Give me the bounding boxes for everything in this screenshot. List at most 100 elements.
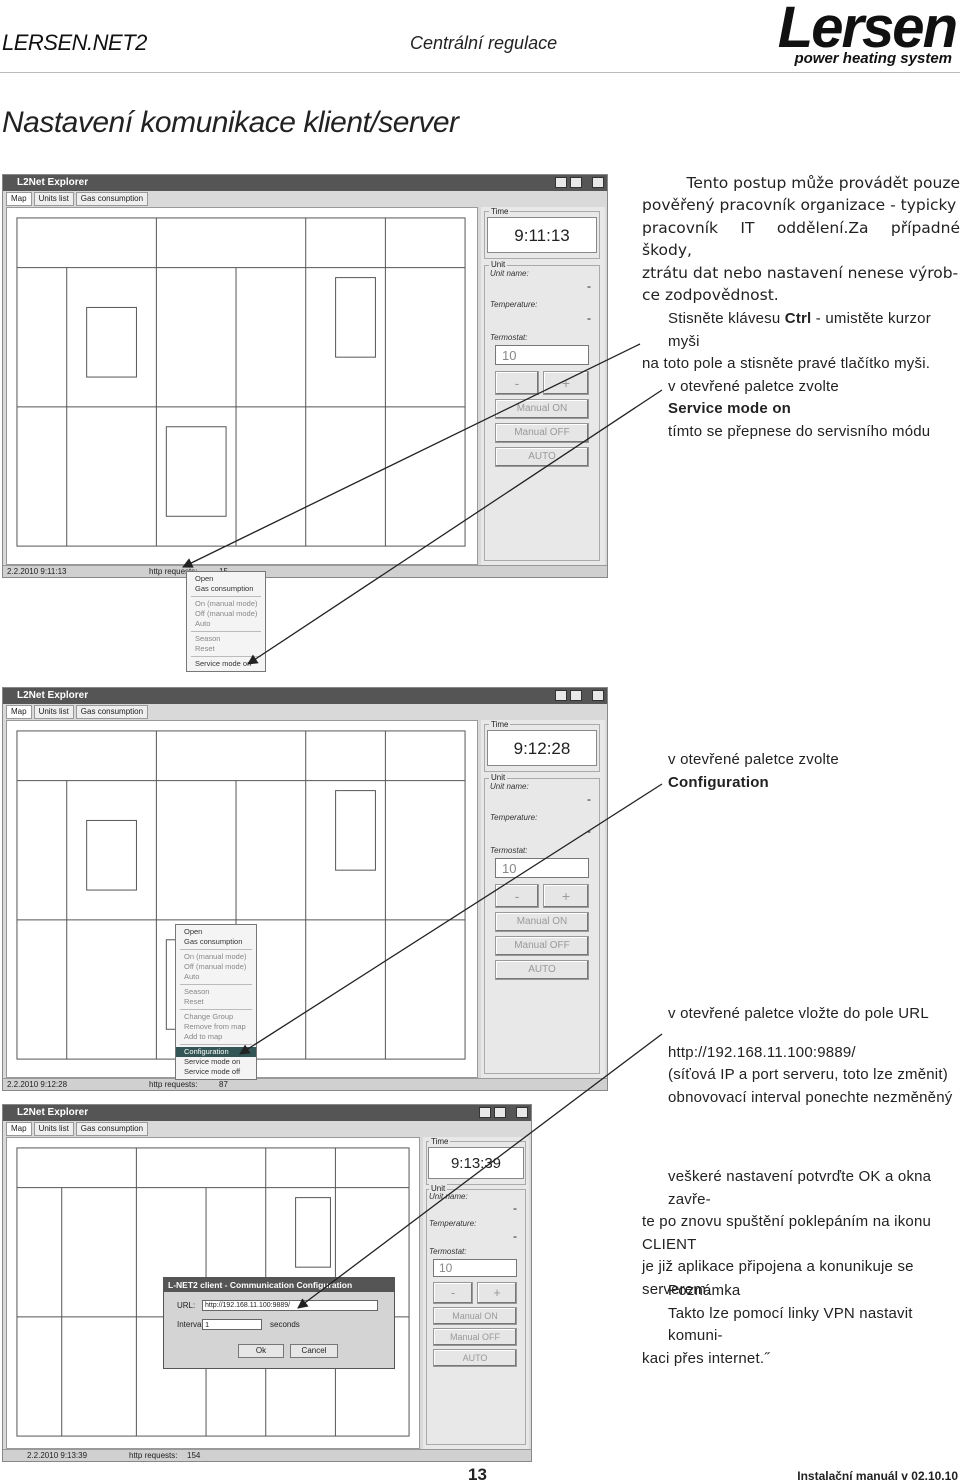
ok-button[interactable]: Ok [238, 1344, 284, 1358]
manual-off-button[interactable]: Manual OFF [495, 936, 589, 956]
menu-separator [191, 631, 261, 632]
tab-bar: Map Units list Gas consumption [6, 192, 149, 206]
maximize-button[interactable] [494, 1107, 506, 1118]
manual-version: Instalační manuál v 02.10.10 [797, 1469, 958, 1483]
menu-item-off-manual[interactable]: Off (manual mode) [184, 962, 247, 971]
manual-off-button[interactable]: Manual OFF [495, 423, 589, 443]
temperature-label: Temperature: [490, 813, 538, 822]
status-bar: 2.2.2010 9:13:39 http requests: 154 [3, 1449, 531, 1461]
time-group-label: Time [489, 207, 511, 216]
auto-button[interactable]: AUTO [495, 447, 589, 467]
menu-item-configuration[interactable]: Configuration [176, 1047, 256, 1057]
app-window-1: L2Net Explorer Map Units list Gas consum… [2, 174, 608, 578]
step4-line: veškeré nastavení potvrďte OK a okna zav… [668, 1168, 932, 1208]
tab-units-list[interactable]: Units list [33, 1122, 74, 1136]
step3-text: v otevřené paletce vložte do pole URL ht… [668, 1003, 958, 1109]
tab-units-list[interactable]: Units list [33, 192, 74, 206]
manual-on-button[interactable]: Manual ON [495, 912, 589, 932]
menu-item-gas-consumption[interactable]: Gas consumption [195, 584, 254, 593]
manual-on-button[interactable]: Manual ON [495, 399, 589, 419]
menu-item-season[interactable]: Season [184, 987, 210, 996]
step2-text: v otevřené paletce zvolte Configuration [668, 749, 958, 794]
close-button[interactable] [516, 1107, 528, 1118]
url-input[interactable]: http://192.168.11.100:9889/ [202, 1300, 378, 1311]
http-requests-label: http requests: [129, 1451, 178, 1460]
minimize-button[interactable] [479, 1107, 491, 1118]
tab-gas-consumption[interactable]: Gas consumption [75, 192, 149, 206]
maximize-button[interactable] [570, 690, 582, 701]
menu-item-open[interactable]: Open [195, 574, 214, 583]
menu-separator [191, 596, 261, 597]
step1-text: Stisněte klávesu Ctrl - umistěte kurzor … [642, 308, 960, 443]
termostat-input[interactable]: 10 [495, 858, 589, 878]
tab-gas-consumption[interactable]: Gas consumption [75, 705, 149, 719]
minimize-button[interactable] [555, 690, 567, 701]
menu-item-gas-consumption[interactable]: Gas consumption [184, 937, 243, 946]
menu-item-auto[interactable]: Auto [184, 972, 200, 981]
tab-map[interactable]: Map [6, 192, 32, 206]
menu-item-add-to-map[interactable]: Add to map [184, 1032, 223, 1041]
tab-units-list[interactable]: Units list [33, 705, 74, 719]
menu-item-off-manual[interactable]: Off (manual mode) [195, 609, 258, 618]
status-datetime: 2.2.2010 9:12:28 [7, 1080, 68, 1089]
auto-button[interactable]: AUTO [433, 1349, 517, 1367]
manual-off-button[interactable]: Manual OFF [433, 1328, 517, 1346]
tab-map[interactable]: Map [6, 705, 32, 719]
menu-item-on-manual[interactable]: On (manual mode) [195, 599, 258, 608]
tab-map[interactable]: Map [6, 1122, 32, 1136]
menu-item-service-mode-on[interactable]: Service mode on [184, 1057, 241, 1066]
menu-item-change-group[interactable]: Change Group [184, 1012, 234, 1021]
step1-post: - umistěte kurzor myši [668, 310, 931, 350]
menu-separator [180, 984, 252, 985]
close-button[interactable] [592, 177, 604, 188]
tab-gas-consumption[interactable]: Gas consumption [75, 1122, 149, 1136]
side-panel: Time 9:11:13 Unit Unit name: - Temperatu… [481, 207, 605, 565]
intro-text: Tento postup může provádět pouze pověřen… [642, 172, 960, 306]
menu-item-auto[interactable]: Auto [195, 619, 211, 628]
plus-button[interactable]: + [543, 371, 589, 395]
minimize-button[interactable] [555, 177, 567, 188]
unit-name-label: Unit name: [490, 782, 529, 791]
maximize-button[interactable] [570, 177, 582, 188]
interval-input[interactable]: 1 [202, 1319, 262, 1330]
menu-item-reset[interactable]: Reset [195, 644, 215, 653]
http-requests-value: 154 [187, 1451, 201, 1460]
side-panel: Time 9:12:28 Unit Unit name: - Temperatu… [481, 720, 605, 1078]
menu-separator [180, 1009, 252, 1010]
plus-button[interactable]: + [477, 1282, 517, 1304]
cancel-button[interactable]: Cancel [290, 1344, 338, 1358]
unit-name-label: Unit name: [490, 269, 529, 278]
menu-item-remove-from-map[interactable]: Remove from map [184, 1022, 246, 1031]
step1-pre: Stisněte klávesu [668, 310, 785, 327]
termostat-input[interactable]: 10 [433, 1259, 517, 1277]
manual-on-button[interactable]: Manual ON [433, 1307, 517, 1325]
plus-button[interactable]: + [543, 884, 589, 908]
auto-button[interactable]: AUTO [495, 960, 589, 980]
step3-line: obnovovací interval ponechte nezměněný [668, 1088, 953, 1106]
page-number: 13 [468, 1465, 487, 1483]
communication-config-dialog: L-NET2 client - Communication Configurat… [163, 1277, 395, 1369]
menu-item-service-mode-on[interactable]: Service mode on [195, 659, 252, 668]
menu-item-on-manual[interactable]: On (manual mode) [184, 952, 247, 961]
step4-line: te po znovu spuštění poklepáním na ikonu… [642, 1213, 932, 1253]
menu-item-reset[interactable]: Reset [184, 997, 204, 1006]
time-display: 9:13:39 [428, 1147, 524, 1179]
note-heading: Poznámka [668, 1282, 741, 1299]
step4-line: je již aplikace připojena a konunikuje s… [642, 1258, 914, 1298]
close-button[interactable] [592, 690, 604, 701]
minus-button[interactable]: - [433, 1282, 473, 1304]
step1-line: v otevřené paletce zvolte [668, 377, 839, 395]
status-datetime: 2.2.2010 9:11:13 [7, 567, 67, 576]
minus-button[interactable]: - [495, 884, 539, 908]
intro-line: Tento postup může provádět pouze [686, 174, 960, 192]
menu-separator [191, 656, 261, 657]
floor-plan-map[interactable] [6, 207, 478, 565]
minus-button[interactable]: - [495, 371, 539, 395]
menu-item-season[interactable]: Season [195, 634, 221, 643]
step3-line: (síťová IP a port serveru, toto lze změn… [668, 1066, 948, 1083]
termostat-input[interactable]: 10 [495, 345, 589, 365]
window-titlebar: L2Net Explorer [3, 175, 607, 191]
menu-item-open[interactable]: Open [184, 927, 203, 936]
time-display: 9:11:13 [487, 217, 597, 253]
menu-item-service-mode-off[interactable]: Service mode off [184, 1067, 241, 1076]
